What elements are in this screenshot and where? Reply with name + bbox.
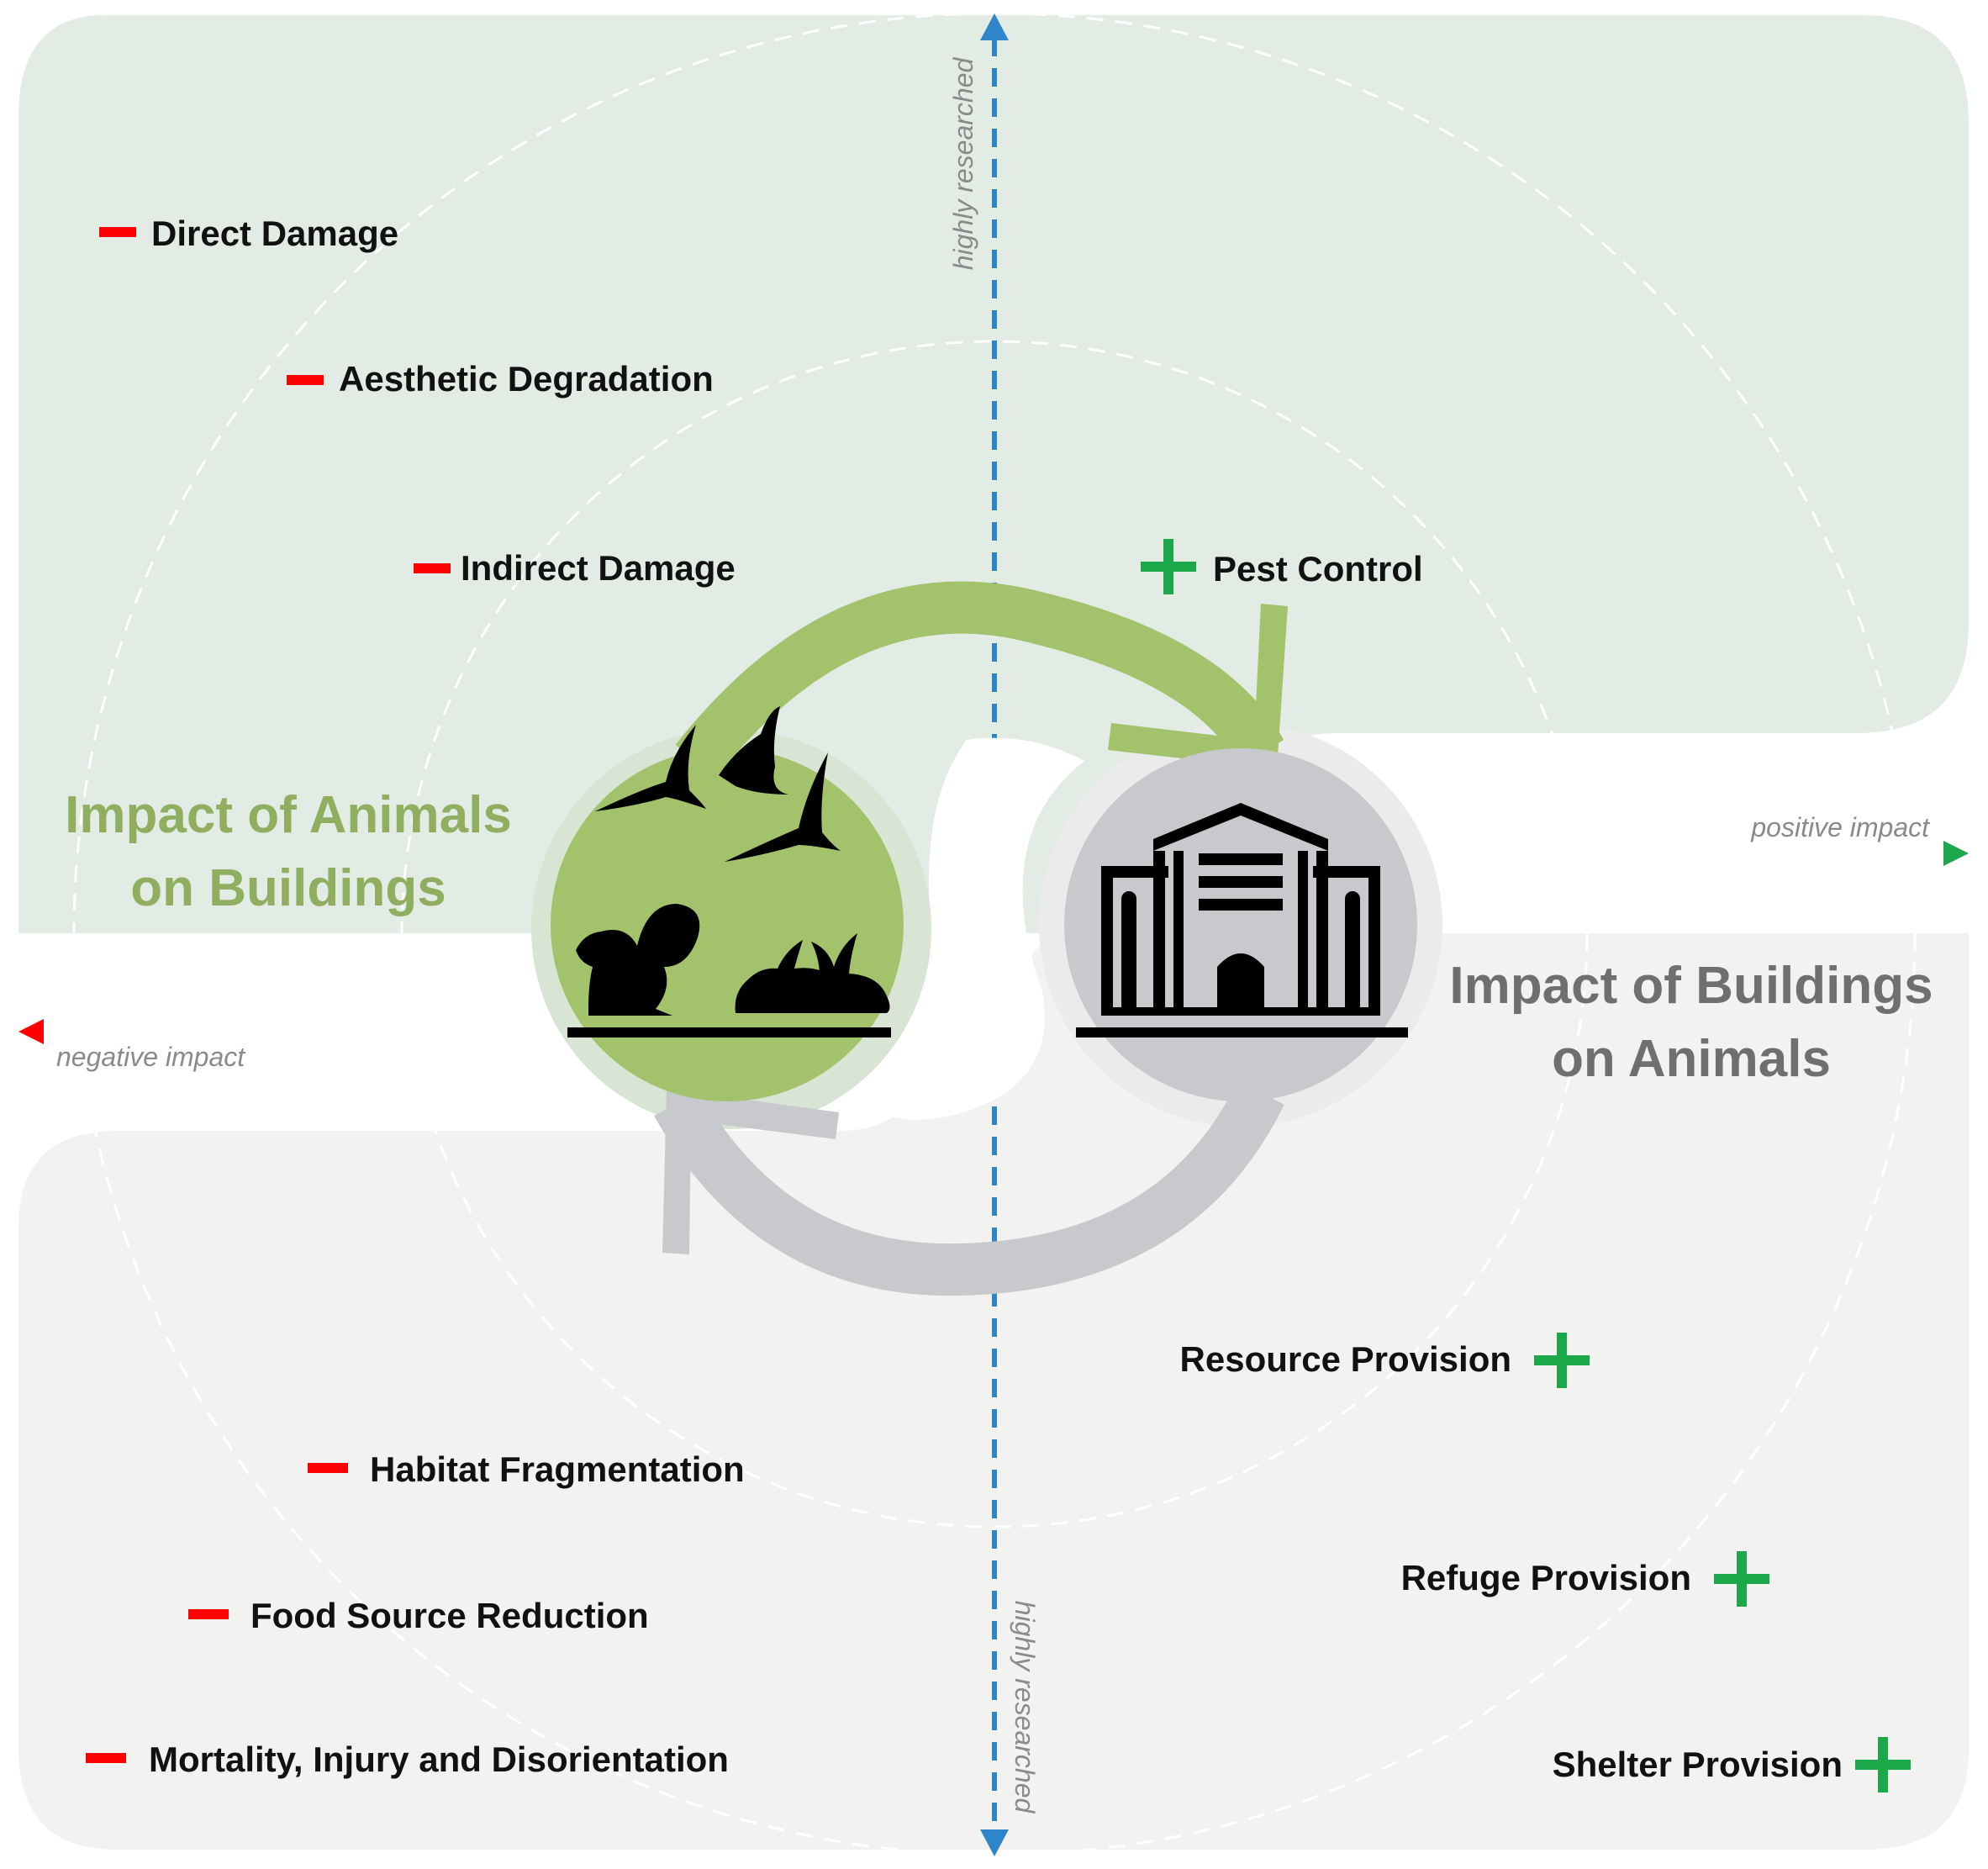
green-cycle-arrow [675, 581, 1284, 778]
building-icon [1076, 803, 1408, 1037]
minus-icon [99, 227, 136, 237]
positive-impact-label: positive impact [1750, 812, 1930, 842]
minus-icon [287, 375, 324, 385]
item-habitat-fragmentation: Habitat Fragmentation [370, 1449, 745, 1489]
item-direct-damage: Direct Damage [151, 214, 398, 253]
negative-arrowhead [18, 1019, 44, 1044]
building-circle [1064, 748, 1417, 1101]
negative-impact-label: negative impact [56, 1042, 245, 1072]
item-pest-control: Pest Control [1213, 549, 1423, 589]
negative-items-bottom: Habitat Fragmentation Food Source Reduct… [86, 1449, 745, 1779]
animals-title-line1: Impact of Animals [65, 786, 512, 844]
animals-title-line2: on Buildings [130, 859, 446, 917]
animals-circle [551, 748, 904, 1101]
plus-icon [1714, 1551, 1769, 1607]
item-aesthetic-degradation: Aesthetic Degradation [339, 359, 714, 399]
research-label-top: highly researched [948, 57, 978, 271]
positive-arrowhead [1943, 841, 1969, 866]
minus-icon [308, 1463, 348, 1473]
plus-icon [1534, 1333, 1590, 1388]
item-food-source-reduction: Food Source Reduction [250, 1596, 649, 1635]
research-arrowhead-down [980, 1829, 1009, 1856]
minus-icon [188, 1609, 229, 1619]
minus-icon [86, 1753, 126, 1763]
birds-squirrel-rabbits-icon [567, 706, 891, 1037]
plus-icon [1855, 1737, 1911, 1792]
item-indirect-damage: Indirect Damage [461, 548, 736, 588]
positive-items-top: Pest Control [1141, 539, 1423, 594]
item-refuge-provision: Refuge Provision [1401, 1558, 1691, 1597]
negative-items-top: Direct Damage Aesthetic Degradation Indi… [99, 214, 736, 588]
research-arrowhead-up [980, 13, 1009, 40]
item-resource-provision: Resource Provision [1180, 1339, 1511, 1379]
item-shelter-provision: Shelter Provision [1553, 1745, 1843, 1784]
grey-arrowhead [662, 1089, 839, 1254]
buildings-title-line2: on Animals [1552, 1030, 1831, 1088]
positive-items-bottom: Resource Provision Refuge Provision Shel… [1180, 1333, 1911, 1792]
buildings-title-line1: Impact of Buildings [1449, 957, 1933, 1015]
plus-icon [1141, 539, 1196, 594]
research-label-bottom: highly researched [1010, 1601, 1040, 1814]
minus-icon [414, 563, 451, 573]
grey-cycle-arrow [654, 1081, 1284, 1296]
centre-swirl [820, 737, 1084, 1120]
item-mortality-injury-disorientation: Mortality, Injury and Disorientation [149, 1740, 729, 1779]
